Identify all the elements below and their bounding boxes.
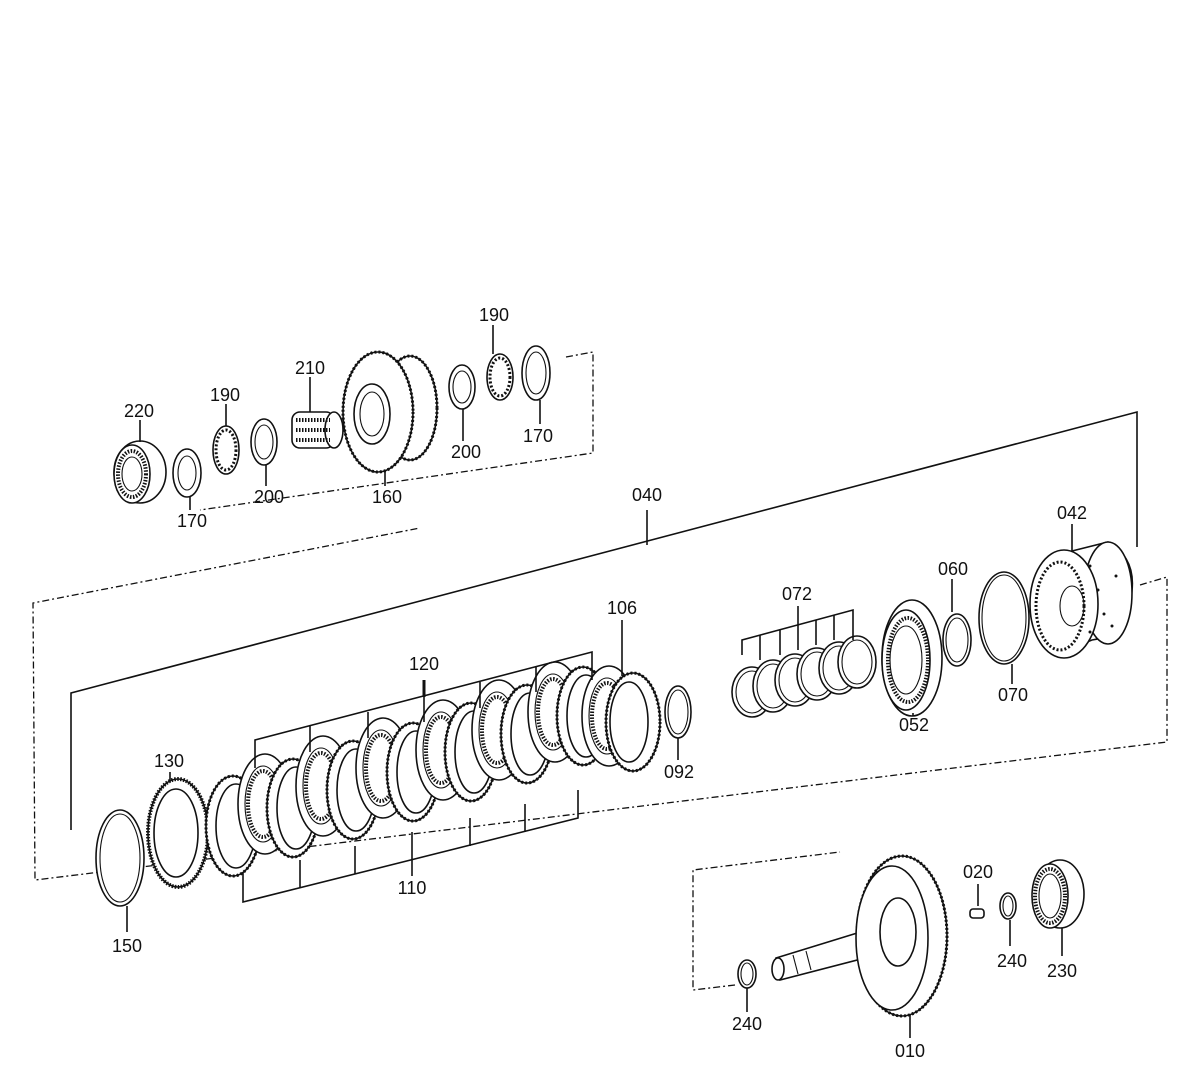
- gear-160: [341, 350, 439, 474]
- label-040: 040: [632, 485, 662, 505]
- label-042: 042: [1057, 503, 1087, 523]
- bracket-120: [254, 650, 593, 768]
- label-200-right: 200: [451, 442, 481, 462]
- label-060: 060: [938, 559, 968, 579]
- piston-052: [881, 599, 943, 717]
- shim-170-left: [172, 448, 202, 498]
- upper-assembly-boundary: [199, 351, 594, 511]
- ring-092: [664, 685, 692, 739]
- label-010: 010: [895, 1041, 925, 1061]
- label-120: 120: [409, 654, 439, 674]
- label-106: 106: [607, 598, 637, 618]
- shaft-assembly: [737, 854, 1085, 1038]
- ring-060: [942, 613, 972, 667]
- washer-200-right: [448, 364, 476, 410]
- label-170-left: 170: [177, 511, 207, 531]
- shim-170-right: [521, 345, 551, 401]
- label-052: 052: [899, 715, 929, 735]
- label-230: 230: [1047, 961, 1077, 981]
- label-210: 210: [295, 358, 325, 378]
- label-160: 160: [372, 487, 402, 507]
- clutch-assembly-boundary: [32, 527, 1168, 881]
- shaft-assembly-boundary: [692, 851, 841, 991]
- ring-190-right: [486, 353, 514, 401]
- needle-cage-210: [291, 411, 344, 449]
- label-220: 220: [124, 401, 154, 421]
- end-plate-130: [146, 777, 210, 889]
- label-240-left: 240: [732, 1014, 762, 1034]
- label-110: 110: [398, 878, 427, 898]
- disc-106: [604, 671, 662, 773]
- rings-072: [731, 606, 877, 718]
- group-boundaries: [32, 351, 1168, 991]
- washer-200-left: [250, 418, 278, 466]
- pin-020: [969, 908, 985, 919]
- seal-070: [978, 571, 1030, 665]
- shaft-010: [771, 854, 949, 1018]
- label-130: 130: [154, 751, 184, 771]
- carrier-042: [1029, 541, 1134, 659]
- part-labels: 220 170 190 200 210 160 200 190 170 040 …: [112, 305, 1087, 1061]
- label-072: 072: [782, 584, 812, 604]
- label-200-left: 200: [254, 487, 284, 507]
- bracket-110: [242, 790, 579, 904]
- bearing-220: [113, 440, 167, 504]
- label-170-right: 170: [523, 426, 553, 446]
- label-092: 092: [664, 762, 694, 782]
- label-070: 070: [998, 685, 1028, 705]
- bracket-040: [70, 410, 1138, 830]
- piston-assembly: [731, 524, 1134, 718]
- upper-row-parts: [113, 325, 551, 510]
- snap-ring-150: [95, 809, 145, 907]
- bearing-230: [1031, 859, 1085, 929]
- disc-stack: [204, 661, 662, 878]
- label-150: 150: [112, 936, 142, 956]
- label-240-right: 240: [997, 951, 1027, 971]
- clutch-pack: [95, 620, 692, 932]
- label-190-left: 190: [210, 385, 240, 405]
- snap-ring-240-right: [999, 892, 1017, 920]
- label-020: 020: [963, 862, 993, 882]
- label-190-right: 190: [479, 305, 509, 325]
- ring-190-left: [212, 425, 240, 475]
